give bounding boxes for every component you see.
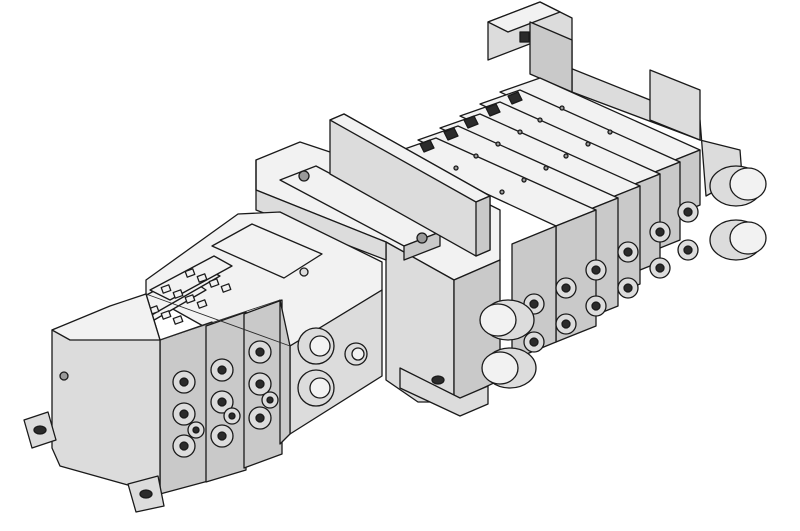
mounting-hole bbox=[33, 425, 47, 435]
io-connectors bbox=[172, 340, 279, 458]
rear-large-fittings bbox=[709, 165, 767, 261]
bus-connectors bbox=[297, 327, 368, 407]
vertical-fin bbox=[329, 113, 491, 257]
left-end-cover bbox=[23, 293, 165, 513]
station-fittings bbox=[523, 201, 699, 353]
valve-stations bbox=[395, 77, 701, 361]
mounting-hole bbox=[139, 489, 153, 499]
front-large-fittings bbox=[479, 299, 537, 389]
rear-end-plate bbox=[487, 1, 743, 197]
mounting-hole bbox=[519, 31, 530, 43]
mounting-hole bbox=[431, 375, 445, 385]
